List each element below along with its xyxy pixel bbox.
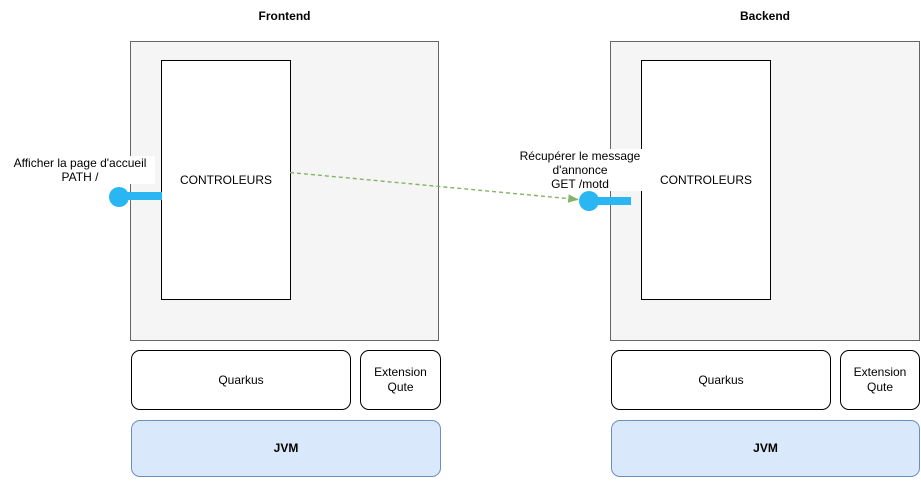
frontend-quarkus-box: Quarkus [131, 350, 351, 410]
backend-jvm-label: JVM [753, 441, 778, 455]
frontend-jvm-label: JVM [273, 441, 299, 455]
frontend-extension-qute-box: Extension Qute [360, 350, 441, 410]
backend-extension-qute-box: Extension Qute [840, 350, 920, 410]
backend-controllers-label: CONTROLEURS [659, 173, 752, 187]
backend-request-annotation: Récupérer le message d'annonce GET /motd [505, 149, 655, 191]
backend-quarkus-label: Quarkus [698, 372, 744, 387]
frontend-quarkus-label: Quarkus [218, 372, 264, 387]
frontend-request-annotation: Afficher la page d'accueil PATH / [5, 156, 155, 184]
frontend-endpoint-handle[interactable] [109, 187, 129, 207]
annotation-line: PATH / [61, 170, 99, 184]
backend-title: Backend [739, 9, 791, 23]
annotation-line: GET /motd [551, 177, 609, 191]
backend-controllers-box: CONTROLEURS [641, 60, 771, 300]
backend-quarkus-box: Quarkus [611, 350, 831, 410]
backend-endpoint-stub [589, 197, 631, 205]
annotation-line: Récupérer le message [519, 149, 641, 163]
backend-extension-qute-label: Extension Qute [853, 365, 907, 394]
frontend-controllers-box: CONTROLEURS [161, 60, 291, 300]
annotation-line: d'annonce [552, 163, 608, 177]
annotation-line: Afficher la page d'accueil [13, 156, 147, 170]
frontend-jvm-box: JVM [131, 420, 441, 477]
backend-jvm-box: JVM [611, 420, 920, 477]
frontend-extension-qute-label: Extension Qute [374, 365, 427, 394]
frontend-endpoint-stub [119, 192, 162, 200]
backend-endpoint-handle[interactable] [579, 191, 599, 211]
frontend-title: Frontend [258, 9, 311, 23]
frontend-controllers-label: CONTROLEURS [179, 173, 272, 187]
